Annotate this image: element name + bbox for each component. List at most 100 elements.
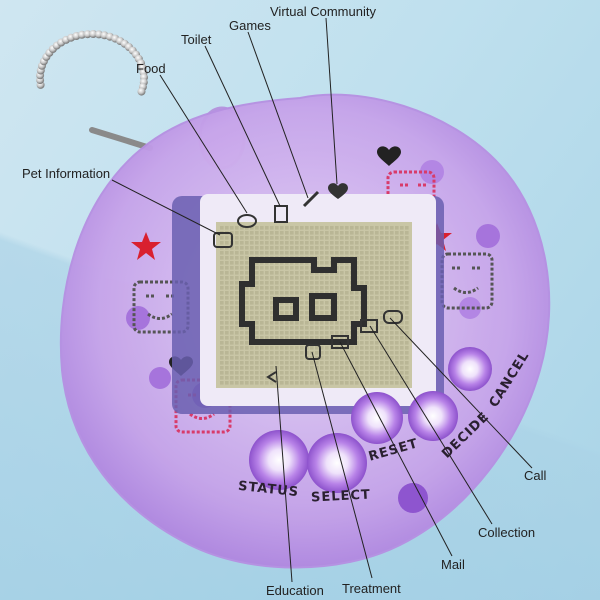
- lcd-dot: [260, 271, 264, 275]
- lcd-dot: [260, 351, 264, 355]
- lcd-dot: [300, 271, 304, 275]
- lcd-dot: [305, 336, 309, 340]
- lcd-dot: [360, 361, 364, 365]
- lcd-dot: [270, 266, 274, 270]
- lcd-dot: [260, 371, 264, 375]
- lcd-dot: [405, 351, 409, 355]
- lcd-dot: [370, 281, 374, 285]
- lcd-dot: [350, 311, 354, 315]
- lcd-dot: [365, 336, 369, 340]
- lcd-dot: [370, 351, 374, 355]
- lcd-dot: [385, 346, 389, 350]
- lcd-dot: [380, 331, 384, 335]
- lcd-dot: [405, 256, 409, 260]
- lcd-dot: [375, 306, 379, 310]
- lcd-dot: [315, 291, 319, 295]
- lcd-dot: [320, 251, 324, 255]
- lcd-dot: [280, 291, 284, 295]
- lcd-dot: [295, 321, 299, 325]
- lcd-dot: [370, 311, 374, 315]
- lcd-dot: [295, 361, 299, 365]
- lcd-dot: [370, 261, 374, 265]
- lcd-dot: [220, 336, 224, 340]
- lcd-dot: [265, 351, 269, 355]
- lcd-dot: [380, 371, 384, 375]
- lcd-dot: [305, 371, 309, 375]
- lcd-dot: [295, 286, 299, 290]
- lcd-dot: [400, 356, 404, 360]
- lcd-dot: [270, 316, 274, 320]
- lcd-dot: [405, 231, 409, 235]
- lcd-dot: [395, 296, 399, 300]
- leader-toilet: [204, 45, 281, 207]
- lcd-dot: [305, 326, 309, 330]
- lcd-dot: [320, 346, 324, 350]
- lcd-dot: [245, 356, 249, 360]
- lcd-dot: [390, 246, 394, 250]
- lcd-dot: [400, 276, 404, 280]
- lcd-dot: [395, 261, 399, 265]
- lcd-dot: [395, 346, 399, 350]
- lcd-dot: [365, 371, 369, 375]
- lcd-dot: [380, 311, 384, 315]
- lcd-dot: [355, 371, 359, 375]
- lcd-dot: [365, 236, 369, 240]
- lcd-dot: [315, 381, 319, 385]
- lcd-dot: [380, 376, 384, 380]
- lcd-dot: [405, 276, 409, 280]
- lcd-dot: [265, 246, 269, 250]
- lcd-dot: [395, 266, 399, 270]
- lcd-dot: [265, 381, 269, 385]
- lcd-dot: [320, 276, 324, 280]
- lcd-dot: [285, 326, 289, 330]
- lcd-dot: [340, 316, 344, 320]
- lcd-dot: [235, 371, 239, 375]
- lcd-dot: [255, 371, 259, 375]
- lcd-dot: [230, 321, 234, 325]
- cancel-button[interactable]: [448, 347, 492, 391]
- lcd-dot: [375, 276, 379, 280]
- lcd-dot: [400, 371, 404, 375]
- lcd-dot: [405, 381, 409, 385]
- mail-icon: [331, 335, 349, 349]
- lcd-dot: [280, 356, 284, 360]
- lcd-dot: [235, 281, 239, 285]
- lcd-dot: [235, 316, 239, 320]
- label-mail: Mail: [441, 557, 465, 572]
- lcd-dot: [290, 361, 294, 365]
- lcd-dot: [350, 381, 354, 385]
- lcd-dot: [245, 351, 249, 355]
- lcd-dot: [225, 271, 229, 275]
- lcd-dot: [380, 261, 384, 265]
- shell-bump: [459, 297, 481, 319]
- lcd-dot: [385, 246, 389, 250]
- lcd-dot: [260, 226, 264, 230]
- lcd-dot: [225, 286, 229, 290]
- lcd-dot: [260, 281, 264, 285]
- lcd-dot: [290, 236, 294, 240]
- select-button[interactable]: [307, 433, 367, 493]
- lcd-dot: [335, 361, 339, 365]
- lcd-dot: [390, 356, 394, 360]
- lcd-dot: [380, 266, 384, 270]
- lcd-dot: [260, 246, 264, 250]
- leader-education: [275, 365, 293, 583]
- lcd-dot: [375, 361, 379, 365]
- decide-button[interactable]: [408, 391, 458, 441]
- lcd-dot: [400, 256, 404, 260]
- lcd-dot: [400, 261, 404, 265]
- status-button[interactable]: [249, 430, 309, 490]
- lcd-dot: [360, 276, 364, 280]
- lcd-dot: [270, 301, 274, 305]
- lcd-dot: [345, 266, 349, 270]
- toilet-icon: [274, 205, 288, 223]
- lcd-dot: [395, 251, 399, 255]
- lcd-dot: [230, 316, 234, 320]
- lcd-dot: [240, 361, 244, 365]
- lcd-dot: [285, 286, 289, 290]
- lcd-dot: [225, 291, 229, 295]
- lcd-dot: [290, 286, 294, 290]
- leader-virtual-community: [325, 17, 338, 185]
- lcd-dot: [255, 366, 259, 370]
- reset-button[interactable]: [351, 392, 403, 444]
